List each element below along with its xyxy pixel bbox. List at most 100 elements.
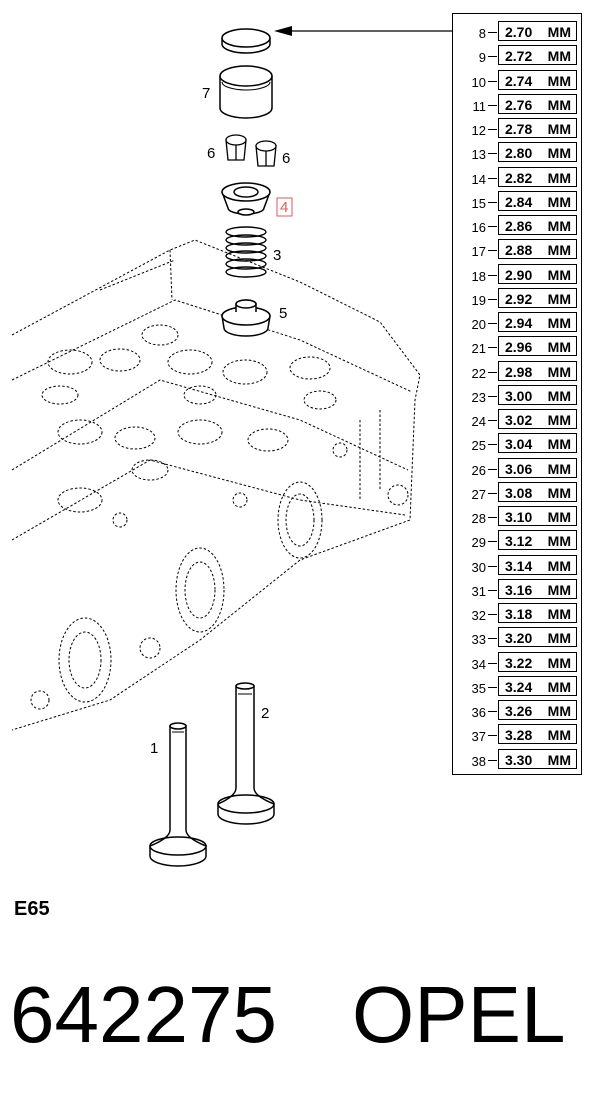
shim-value-box: 3.00 MM: [498, 384, 577, 405]
shim-thickness: 2.90: [505, 266, 533, 283]
shim-unit: MM: [547, 48, 571, 65]
shim-tick: [488, 589, 497, 591]
shim-tick: [488, 177, 497, 179]
shim-thickness: 3.02: [505, 412, 533, 428]
shim-value-box: 2.90 MM: [498, 263, 577, 284]
valve-stem-seal: [221, 299, 271, 337]
shim-tick: [488, 541, 497, 543]
shim-index: 8: [478, 26, 486, 41]
shim-tick: [488, 565, 497, 567]
shim-tick: [488, 129, 497, 130]
shim-index: 9: [478, 50, 486, 66]
shim-index: 21: [471, 341, 486, 357]
shim-index: 10: [471, 74, 486, 90]
shim-tick: [488, 323, 497, 324]
shim-unit: MM: [547, 509, 571, 525]
shim-thickness: 3.20: [505, 630, 533, 647]
shim-unit: MM: [547, 606, 571, 622]
shim-unit: MM: [547, 678, 571, 695]
valve-spring: [225, 226, 267, 278]
shim-tick: [488, 759, 497, 761]
shim-index: 14: [471, 171, 486, 187]
shim-thickness: 2.74: [505, 72, 533, 89]
shim-unit: MM: [547, 218, 571, 234]
shim-tick: [488, 104, 497, 106]
callout-5: 5: [279, 305, 287, 322]
shim-thickness: 3.12: [505, 533, 533, 550]
shim-unit: MM: [547, 363, 571, 380]
shim-thickness: 2.78: [505, 121, 533, 137]
shim-tick: [488, 250, 497, 252]
shim-tick: [488, 274, 497, 276]
valve-keeper-right: [255, 140, 277, 167]
shim-index: 29: [471, 535, 486, 551]
shim-thickness: 2.82: [505, 169, 533, 186]
shim-thickness: 2.88: [505, 242, 533, 259]
shim-value-box: 3.18 MM: [498, 603, 577, 623]
shim-unit: MM: [547, 242, 571, 259]
shim-thickness: 3.26: [505, 703, 533, 719]
shim-thickness: 2.84: [505, 193, 533, 210]
shim-unit: MM: [547, 484, 571, 501]
shim-index: 20: [471, 317, 486, 332]
shim-thickness: 3.14: [505, 557, 533, 574]
part-number: 642275: [10, 970, 277, 1059]
shim-tick: [488, 711, 497, 712]
shim-value-box: 2.82 MM: [498, 166, 577, 187]
shim-tick: [488, 153, 497, 155]
shim-thickness: 3.06: [505, 460, 533, 477]
shim-thickness: 3.22: [505, 654, 533, 671]
brand-name: OPEL: [352, 970, 566, 1059]
shim-value-box: 2.88 MM: [498, 239, 577, 260]
shim-thickness: 2.72: [505, 48, 533, 65]
shim-unit: MM: [547, 387, 571, 404]
shim-unit: MM: [547, 315, 571, 331]
shim-index: 24: [471, 414, 486, 429]
shim-index: 32: [471, 608, 486, 623]
shim-tick: [488, 638, 497, 640]
shim-unit: MM: [547, 727, 571, 744]
shim-unit: MM: [547, 751, 571, 768]
shim-index: 11: [472, 98, 487, 114]
shim-index: 34: [471, 656, 486, 672]
shim-thickness: 3.00: [505, 387, 533, 404]
shim-unit: MM: [547, 145, 571, 162]
shim-row: 14 2.82 MM: [453, 166, 583, 190]
shim-thickness: 3.08: [505, 484, 533, 501]
shim-thickness: 3.18: [505, 606, 533, 622]
shim-unit: MM: [547, 169, 571, 186]
shim-value-box: 3.08 MM: [498, 481, 577, 502]
shim-index: 30: [471, 559, 486, 575]
shim-index: 22: [471, 365, 486, 381]
shim-index: 35: [471, 680, 486, 696]
shim-index: 31: [471, 583, 486, 599]
shim-unit: MM: [547, 193, 571, 210]
shim-unit: MM: [547, 266, 571, 283]
shim-tick: [488, 298, 497, 300]
shim-thickness: 3.10: [505, 509, 533, 525]
shim-tick: [488, 517, 497, 518]
